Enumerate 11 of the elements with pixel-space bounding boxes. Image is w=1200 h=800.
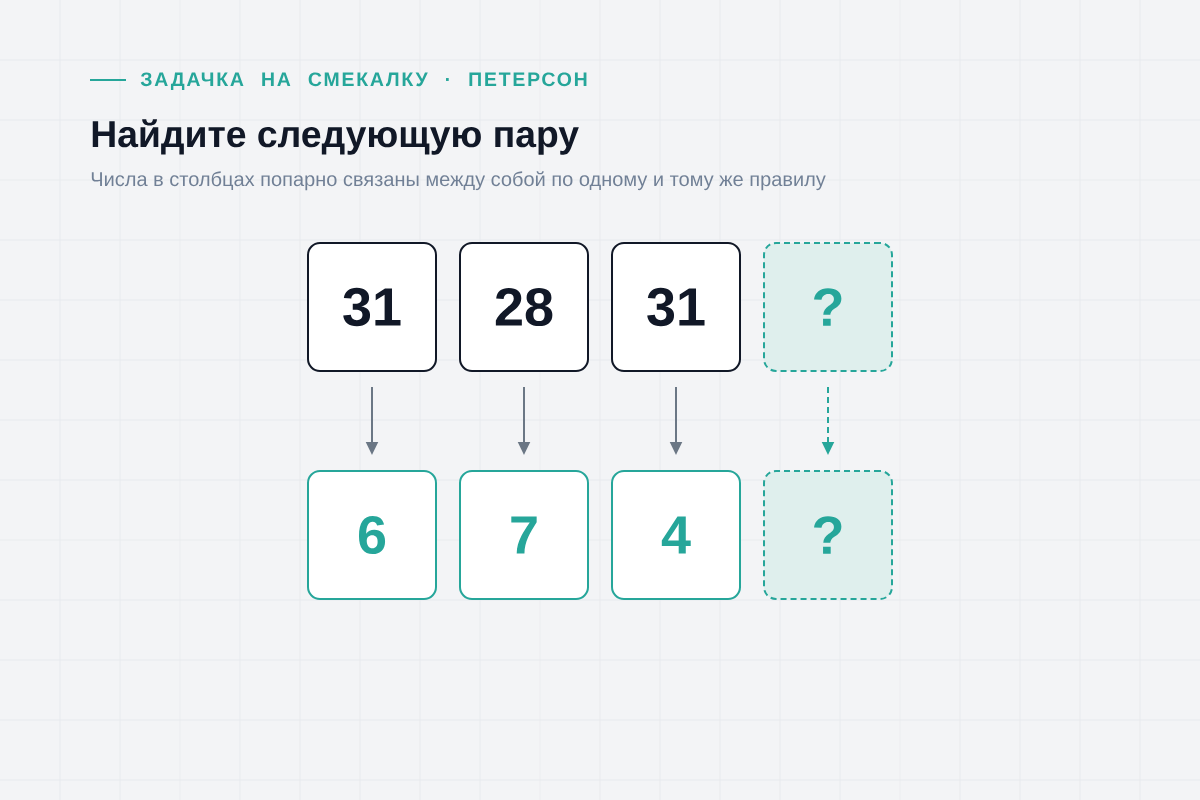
- number-box: 7: [459, 470, 589, 600]
- kicker-text: ЗАДАЧКА НА СМЕКАЛКУ · ПЕТЕРСОН: [140, 72, 587, 90]
- number-box: 4: [611, 470, 741, 600]
- number-box: 6: [307, 470, 437, 600]
- answer-box: ?: [763, 242, 893, 372]
- title: Найдите следующую пару: [92, 119, 579, 155]
- number-box: 31: [611, 242, 741, 372]
- number-box: 28: [459, 242, 589, 372]
- number-box: 31: [307, 242, 437, 372]
- subtitle: Числа в столбцах попарно связаны между собой по одному и тому же правилу: [91, 171, 826, 191]
- answer-box: ?: [763, 470, 893, 600]
